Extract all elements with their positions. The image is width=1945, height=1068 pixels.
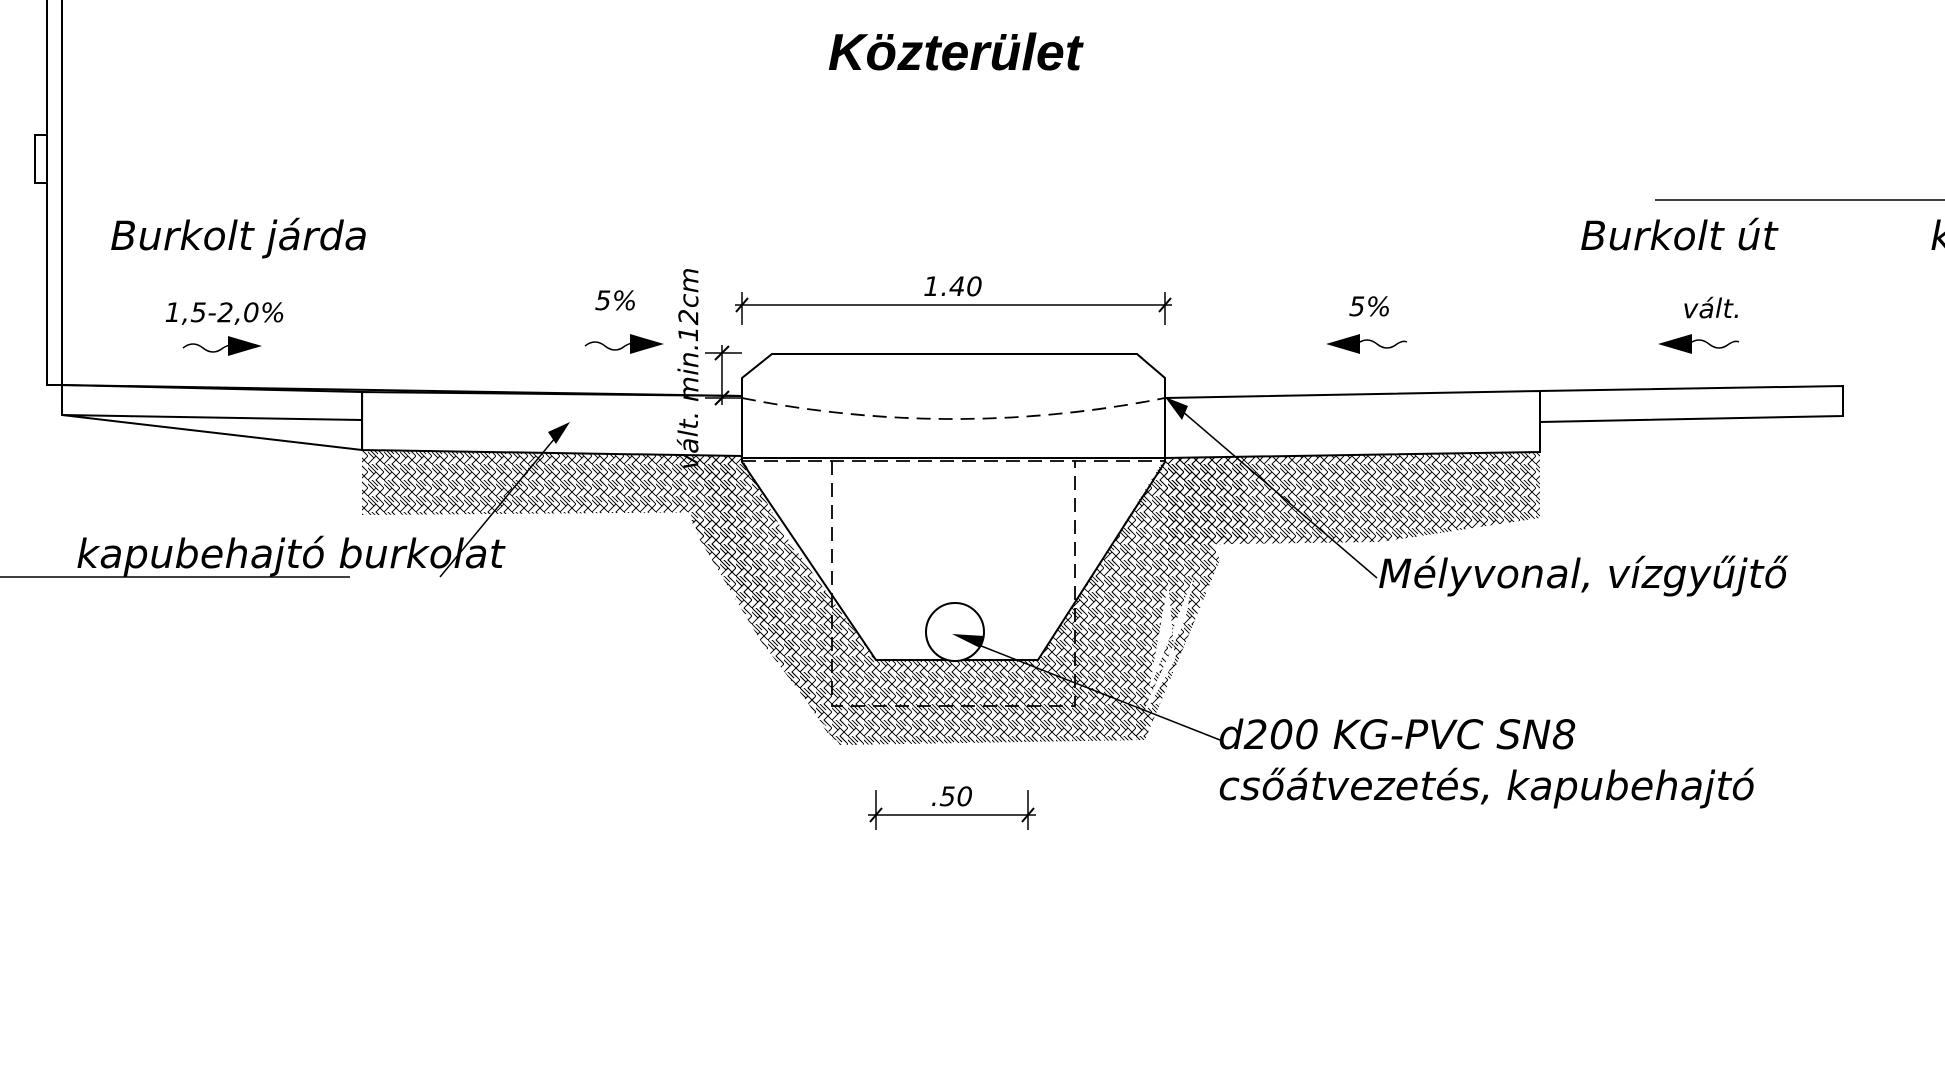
pipe-circle [925, 602, 985, 662]
building-wall [34, 0, 63, 386]
label-ditch: Mélyvonal, vízgyűjtő [1378, 552, 1788, 598]
label-driveway-surface: kapubehajtó burkolat [76, 532, 506, 578]
slope-right-label: 5% [1349, 292, 1392, 323]
dimension-top-width: 1.40 [735, 272, 1172, 325]
label-sidewalk: Burkolt járda [110, 214, 368, 260]
label-road: Burkolt út [1580, 214, 1779, 260]
leader-driveway-surface: kapubehajtó burkolat [0, 422, 570, 578]
wavy-arrow-icon [1356, 339, 1408, 349]
slope-road-label: vált. [1682, 294, 1741, 325]
flow-arrowhead-icon [1658, 334, 1692, 354]
flow-line-dashed [741, 397, 1166, 420]
formwork-dashed-rect [831, 461, 1076, 707]
wavy-arrow-icon [584, 341, 636, 351]
culvert-body-concrete [741, 457, 1166, 661]
dimension-depth-label: vált. min.12cm [674, 267, 705, 470]
flow-arrowhead-icon [630, 334, 664, 354]
leader-arrowhead-icon [1165, 397, 1188, 420]
dimension-bottom-width: .50 [868, 782, 1036, 830]
flow-arrowhead-icon [228, 336, 262, 356]
dimension-bottom-width-label: .50 [931, 782, 974, 813]
leader-arrowhead-icon [548, 422, 570, 444]
label-pipe-line2: csőátvezetés, kapubehajtó [1218, 764, 1756, 810]
label-road-edge: k [1930, 214, 1945, 260]
drawing-title: Közterület [828, 24, 1085, 82]
slope-right-of-culvert: 5% [1326, 292, 1408, 354]
trench-soil-body [690, 458, 1250, 742]
leader-ditch: Mélyvonal, vízgyűjtő [1165, 397, 1788, 598]
dimension-top-width-label: 1.40 [923, 272, 983, 303]
slope-road: vált. [1658, 294, 1742, 354]
leader-pipe: d200 KG-PVC SN8 csőátvezetés, kapubehajt… [952, 634, 1756, 810]
flow-arrowhead-icon [1326, 334, 1360, 354]
wavy-arrow-icon [1688, 339, 1740, 349]
dimension-depth: vált. min.12cm [674, 267, 742, 470]
wavy-arrow-icon [182, 343, 234, 353]
leader-arrowhead-icon [952, 634, 984, 648]
slope-left-label: 5% [595, 286, 638, 317]
slope-sidewalk-label: 1,5-2,0% [164, 298, 285, 329]
soil-under-sidewalk [362, 450, 740, 515]
slope-sidewalk: 1,5-2,0% [164, 298, 286, 356]
label-pipe-line1: d200 KG-PVC SN8 [1218, 713, 1577, 759]
road-slab [1164, 389, 1541, 460]
culvert-head-concrete [741, 353, 1166, 459]
slope-left-of-culvert: 5% [584, 286, 664, 354]
